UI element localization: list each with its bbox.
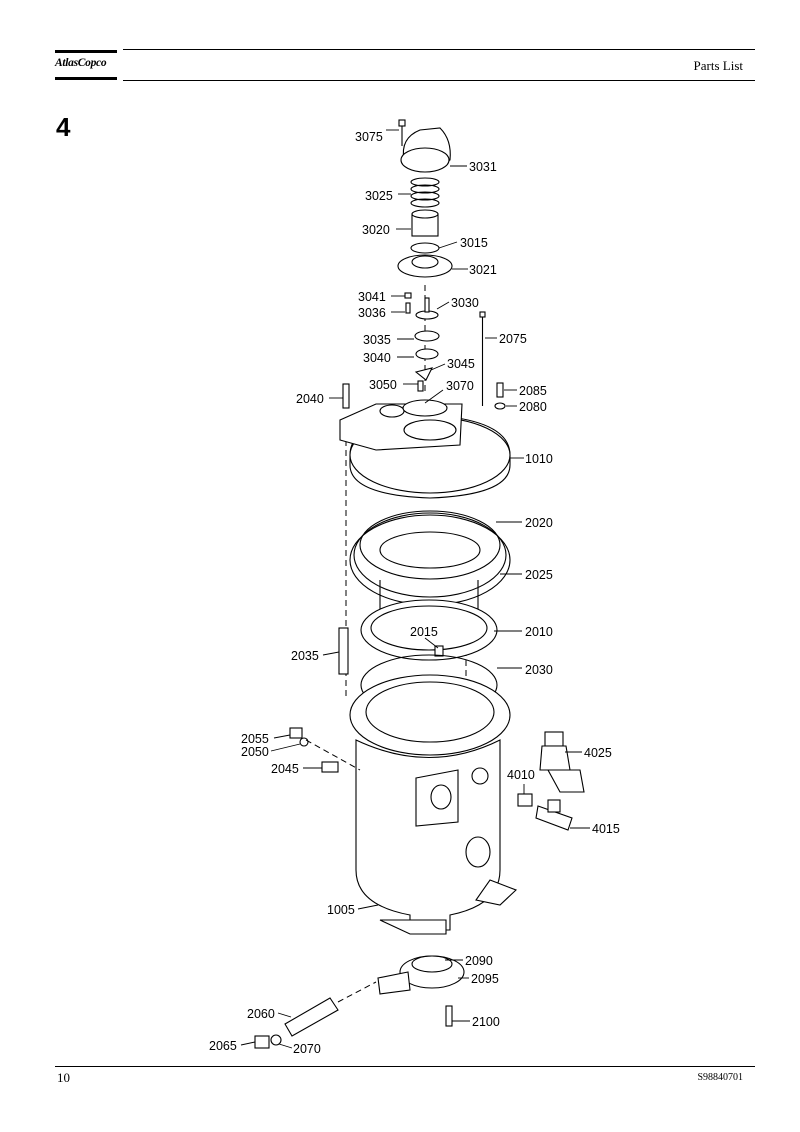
fitting-2015-part xyxy=(434,645,444,657)
document-code: S98840701 xyxy=(697,1072,743,1083)
tee-4015-part xyxy=(535,799,573,831)
label-3015: 3015 xyxy=(460,236,488,250)
label-2055: 2055 xyxy=(241,732,269,746)
label-2070: 2070 xyxy=(293,1042,321,1056)
label-3035: 3035 xyxy=(363,333,391,347)
bolt-2085-part xyxy=(496,382,504,398)
footer-rule xyxy=(55,1066,755,1067)
housing-3021-part xyxy=(397,254,453,278)
header-rule-top xyxy=(123,49,755,50)
atlas-copco-logo: AtlasCopco xyxy=(55,50,117,80)
plug-2065-part xyxy=(254,1035,270,1049)
leader-lines xyxy=(240,129,590,1049)
nipple-4010-part xyxy=(517,793,533,807)
bolt-2040-part xyxy=(342,383,350,409)
separator-body-part xyxy=(360,580,498,661)
document-title: Parts List xyxy=(693,58,743,73)
label-3021: 3021 xyxy=(469,263,497,277)
bolt-2100-part xyxy=(445,1005,453,1027)
label-2015: 2015 xyxy=(410,625,438,639)
label-2035: 2035 xyxy=(291,649,319,663)
ring-3040-part xyxy=(415,348,439,360)
rod-2075-part xyxy=(479,311,486,406)
seal-2050-part xyxy=(299,737,309,747)
vessel-1005-part xyxy=(349,674,518,935)
label-2065: 2065 xyxy=(209,1039,237,1053)
logo-bar-top xyxy=(55,50,117,53)
screw-3075-part xyxy=(398,119,406,146)
label-2095: 2095 xyxy=(471,972,499,986)
label-3070: 3070 xyxy=(446,379,474,393)
label-3020: 3020 xyxy=(362,223,390,237)
label-3025: 3025 xyxy=(365,189,393,203)
label-3036: 3036 xyxy=(358,306,386,320)
label-2050: 2050 xyxy=(241,745,269,759)
pipe-2060-part xyxy=(284,997,339,1037)
header-rule-bottom xyxy=(123,80,755,81)
label-4025: 4025 xyxy=(584,746,612,760)
label-2100: 2100 xyxy=(472,1015,500,1029)
label-3041: 3041 xyxy=(358,290,386,304)
tube-2035-part xyxy=(338,627,349,675)
logo-text: AtlasCopco xyxy=(55,57,107,69)
nut-3041-part xyxy=(404,292,412,299)
plug-2055-part xyxy=(289,727,303,739)
washer-2080-part xyxy=(494,402,506,410)
cover-plate-1010-part xyxy=(339,399,511,499)
label-4010: 4010 xyxy=(507,768,535,782)
label-3045: 3045 xyxy=(447,357,475,371)
label-3075: 3075 xyxy=(355,130,383,144)
page-number: 10 xyxy=(57,1070,70,1085)
section-number: 4 xyxy=(56,112,71,142)
plate-3045-part xyxy=(414,367,434,381)
label-2040: 2040 xyxy=(296,392,324,406)
label-2025: 2025 xyxy=(525,568,553,582)
drain-axis-line xyxy=(305,739,361,771)
label-1005: 1005 xyxy=(327,903,355,917)
cap-3031-part xyxy=(400,127,451,173)
label-2085: 2085 xyxy=(519,384,547,398)
valve-2045-part xyxy=(321,761,339,773)
seal-2070-part xyxy=(270,1034,282,1046)
drain-pipe-axis-line xyxy=(337,981,377,1003)
spring-3025-part xyxy=(410,177,440,208)
label-2060: 2060 xyxy=(247,1007,275,1021)
bottom-cover-2095-part xyxy=(377,955,465,995)
separator-element-2020-part xyxy=(353,510,507,598)
bolt-3050-part xyxy=(417,380,424,392)
label-4015: 4015 xyxy=(592,822,620,836)
ring-3015-part xyxy=(410,242,440,254)
label-3050: 3050 xyxy=(369,378,397,392)
safety-valve-4025-part xyxy=(539,731,585,793)
bolt-3036-part xyxy=(405,302,411,314)
label-2030: 2030 xyxy=(525,663,553,677)
label-2045: 2045 xyxy=(271,762,299,776)
label-2080: 2080 xyxy=(519,400,547,414)
label-2020: 2020 xyxy=(525,516,553,530)
label-2075: 2075 xyxy=(499,332,527,346)
label-2010: 2010 xyxy=(525,625,553,639)
label-2090: 2090 xyxy=(465,954,493,968)
label-3031: 3031 xyxy=(469,160,497,174)
valve-3030-part xyxy=(415,297,439,320)
logo-bar-bottom xyxy=(55,77,117,80)
label-3040: 3040 xyxy=(363,351,391,365)
label-1010: 1010 xyxy=(525,452,553,466)
label-3030: 3030 xyxy=(451,296,479,310)
ring-3035-part xyxy=(414,330,440,342)
piston-3020-part xyxy=(411,209,439,237)
